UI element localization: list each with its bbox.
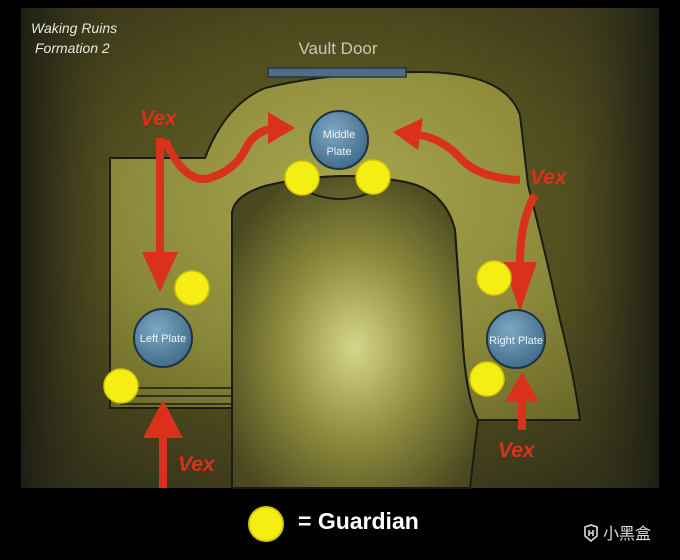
guardian-marker: [476, 260, 512, 296]
vex-label-bottom-left: Vex: [178, 453, 216, 476]
middle-plate-label-line2: Plate: [326, 146, 351, 158]
guardian-marker: [469, 361, 505, 397]
left-plate-label: Left Plate: [140, 333, 186, 345]
right-plate-disc: [486, 309, 546, 369]
right-plate: Right Plate: [486, 309, 546, 369]
middle-plate-disc: [309, 110, 369, 170]
heybox-logo-icon: [584, 524, 598, 542]
central-pit: [231, 174, 480, 489]
guardian-symbol: [248, 506, 284, 542]
map-title-line2: Formation 2: [35, 40, 110, 56]
right-plate-label: Right Plate: [489, 335, 543, 347]
guardian-marker: [174, 270, 210, 306]
guardian-marker: [284, 160, 320, 196]
guardian-marker: [103, 368, 139, 404]
vex-label-top-right: Vex: [530, 166, 568, 189]
arrowhead-left-plate-down: [142, 252, 178, 292]
middle-plate-label-line1: Middle: [323, 129, 355, 141]
arrow-topright-to-right-plate: [516, 192, 539, 266]
arrowhead-middle-right: [393, 118, 423, 150]
vex-label-top-left: Vex: [140, 107, 178, 130]
vex-arrows: [156, 124, 539, 488]
left-rock-wall: [21, 8, 111, 488]
arrowhead-middle-left: [268, 112, 295, 144]
middle-plate: Middle Plate: [309, 110, 369, 170]
left-stairs: [120, 387, 232, 405]
watermark: 小黑盒: [582, 520, 651, 544]
arrow-topright-to-middle: [419, 131, 521, 184]
guardian-marker: [355, 159, 391, 195]
left-plate-disc: [133, 308, 193, 368]
arrowhead-right-plate-up: [505, 372, 539, 402]
vault-door-label: Vault Door: [298, 39, 377, 58]
right-rock-wall: [570, 8, 659, 488]
vault-door: [267, 67, 407, 78]
watermark-text: 小黑盒: [603, 524, 652, 543]
legend: = Guardian: [248, 504, 448, 544]
arrow-heads: [142, 112, 539, 438]
legend-label: = Guardian: [298, 508, 419, 534]
guardians: [103, 159, 512, 404]
arrow-topleft-to-middle: [161, 124, 281, 183]
vex-label-bottom-right: Vex: [498, 439, 536, 462]
arrowhead-right-plate-down: [503, 262, 537, 312]
arrowhead-left-plate-up: [143, 400, 183, 438]
map-title-line1: Waking Ruins: [31, 20, 117, 36]
left-plate: Left Plate: [133, 308, 193, 368]
